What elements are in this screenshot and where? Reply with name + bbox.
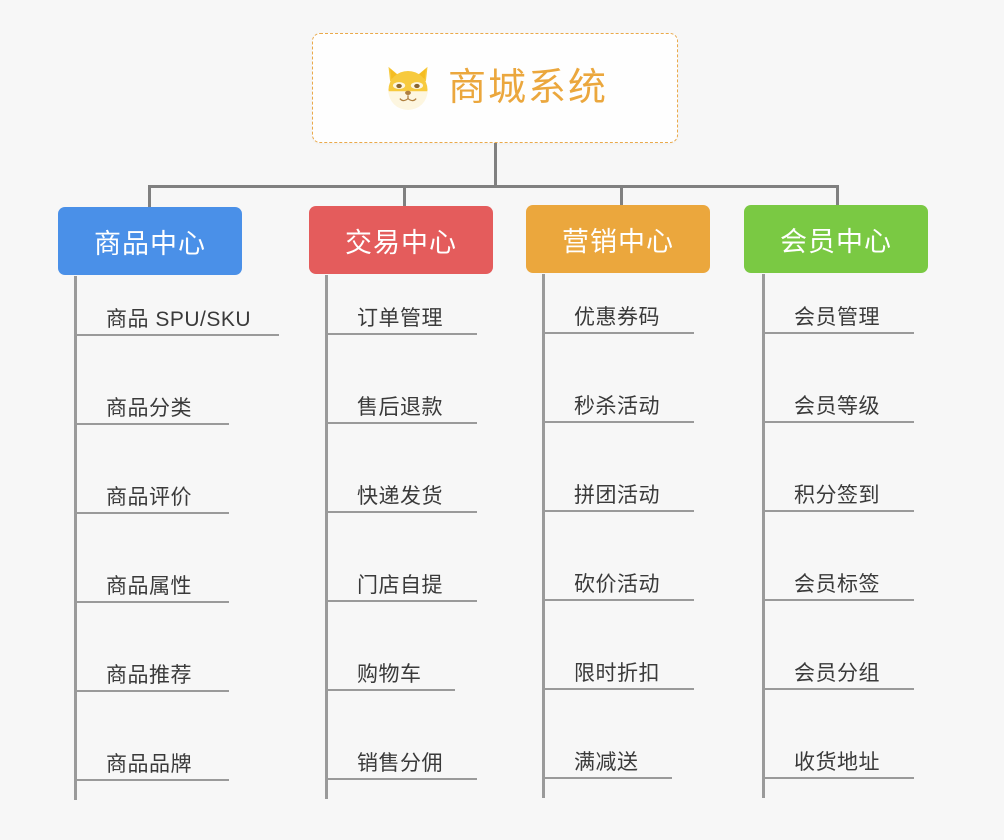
branch-spine bbox=[542, 274, 545, 798]
connector-drop-3 bbox=[620, 185, 623, 210]
leaf-label: 满减送 bbox=[574, 750, 639, 774]
leaf-node[interactable]: 会员等级 bbox=[762, 379, 914, 423]
leaf-label: 商品 SPU/SKU bbox=[106, 307, 252, 331]
leaf-node[interactable]: 商品品牌 bbox=[74, 737, 229, 781]
connector-drop-2 bbox=[403, 185, 406, 210]
branch-header-product-center[interactable]: 商品中心 bbox=[58, 207, 242, 275]
leaf-node[interactable]: 购物车 bbox=[325, 647, 455, 691]
branch-header-label: 营销中心 bbox=[562, 226, 674, 257]
leaf-label: 积分签到 bbox=[794, 483, 880, 507]
leaf-label: 订单管理 bbox=[357, 306, 443, 330]
branch-header-label: 会员中心 bbox=[780, 226, 892, 257]
branch-spine bbox=[762, 274, 765, 798]
leaf-label: 会员标签 bbox=[794, 572, 880, 596]
leaf-label: 商品属性 bbox=[106, 574, 192, 598]
leaf-label: 秒杀活动 bbox=[574, 394, 660, 418]
leaf-label: 快递发货 bbox=[357, 484, 443, 508]
leaf-label: 会员等级 bbox=[794, 394, 880, 418]
leaf-node[interactable]: 积分签到 bbox=[762, 468, 914, 512]
shiba-dog-face-icon bbox=[388, 66, 428, 110]
branch-header-label: 交易中心 bbox=[345, 227, 457, 258]
leaf-label: 商品推荐 bbox=[106, 663, 192, 687]
root-title: 商城系统 bbox=[447, 67, 608, 109]
leaf-label: 砍价活动 bbox=[574, 572, 660, 596]
leaf-node[interactable]: 售后退款 bbox=[325, 380, 477, 424]
leaf-node[interactable]: 商品评价 bbox=[74, 470, 229, 514]
leaf-label: 优惠券码 bbox=[574, 305, 660, 329]
connector-horizontal-bus bbox=[148, 185, 838, 188]
leaf-label: 会员管理 bbox=[794, 305, 880, 329]
leaf-label: 销售分佣 bbox=[357, 751, 443, 775]
leaf-label: 购物车 bbox=[357, 662, 422, 686]
leaf-node[interactable]: 订单管理 bbox=[325, 291, 477, 335]
leaf-label: 收货地址 bbox=[794, 750, 880, 774]
branch-header-label: 商品中心 bbox=[94, 228, 206, 259]
leaf-label: 商品分类 bbox=[106, 396, 192, 420]
leaf-node[interactable]: 商品分类 bbox=[74, 381, 229, 425]
connector-root-stem bbox=[494, 143, 497, 187]
branch-spine bbox=[74, 276, 77, 800]
leaf-label: 拼团活动 bbox=[574, 483, 660, 507]
leaf-label: 售后退款 bbox=[357, 395, 443, 419]
leaf-label: 门店自提 bbox=[357, 573, 443, 597]
leaf-node[interactable]: 商品 SPU/SKU bbox=[74, 292, 279, 336]
leaf-label: 限时折扣 bbox=[574, 661, 660, 685]
leaf-label: 会员分组 bbox=[794, 661, 880, 685]
branch-header-member-center[interactable]: 会员中心 bbox=[744, 205, 928, 273]
leaf-node[interactable]: 砍价活动 bbox=[542, 557, 694, 601]
leaf-node[interactable]: 商品属性 bbox=[74, 559, 229, 603]
leaf-node[interactable]: 销售分佣 bbox=[325, 736, 477, 780]
leaf-node[interactable]: 会员分组 bbox=[762, 646, 914, 690]
leaf-node[interactable]: 会员标签 bbox=[762, 557, 914, 601]
root-node[interactable]: 商城系统 bbox=[312, 33, 678, 143]
leaf-node[interactable]: 优惠券码 bbox=[542, 290, 694, 334]
branch-spine bbox=[325, 275, 328, 799]
leaf-label: 商品评价 bbox=[106, 485, 192, 509]
leaf-node[interactable]: 会员管理 bbox=[762, 290, 914, 334]
leaf-node[interactable]: 商品推荐 bbox=[74, 648, 229, 692]
leaf-node[interactable]: 收货地址 bbox=[762, 735, 914, 779]
leaf-label: 商品品牌 bbox=[106, 752, 192, 776]
leaf-node[interactable]: 拼团活动 bbox=[542, 468, 694, 512]
leaf-node[interactable]: 秒杀活动 bbox=[542, 379, 694, 423]
branch-header-marketing-center[interactable]: 营销中心 bbox=[526, 205, 710, 273]
connector-drop-1 bbox=[148, 185, 151, 210]
leaf-node[interactable]: 门店自提 bbox=[325, 558, 477, 602]
leaf-node[interactable]: 满减送 bbox=[542, 735, 672, 779]
leaf-node[interactable]: 限时折扣 bbox=[542, 646, 694, 690]
branch-header-trade-center[interactable]: 交易中心 bbox=[309, 206, 493, 274]
leaf-node[interactable]: 快递发货 bbox=[325, 469, 477, 513]
connector-drop-4 bbox=[836, 185, 839, 210]
